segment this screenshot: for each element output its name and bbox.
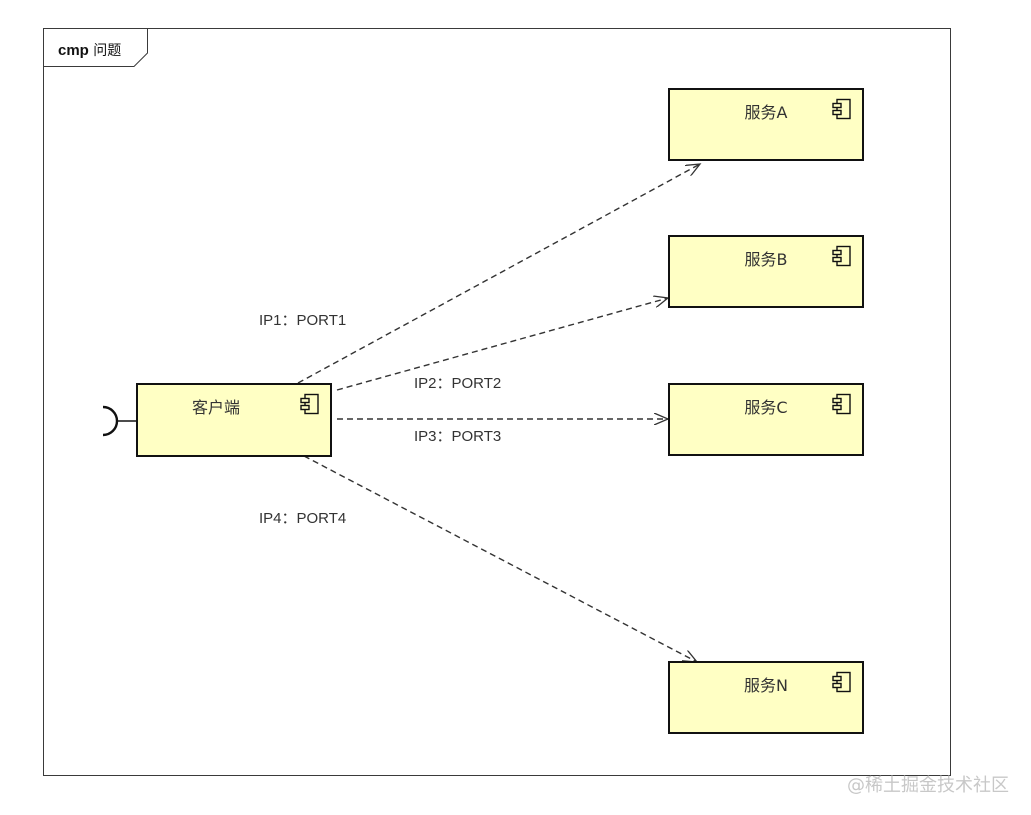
component-label: 服务N — [744, 676, 788, 695]
component-service-b[interactable]: 服务B — [668, 235, 864, 308]
component-label: 服务A — [744, 103, 788, 122]
uml-component-icon — [832, 671, 851, 693]
frame-title: cmp 问题 — [58, 40, 121, 60]
component-label: 服务B — [744, 250, 788, 269]
edge-label-ip2: IP2：PORT2 — [414, 375, 502, 392]
edge-label-ip3: IP3：PORT3 — [414, 428, 502, 445]
component-service-a[interactable]: 服务A — [668, 88, 864, 161]
uml-component-icon — [832, 245, 851, 267]
uml-component-icon — [832, 393, 851, 415]
component-client[interactable]: 客户端 — [136, 383, 332, 457]
diagram-frame: cmp 问题 — [43, 28, 951, 776]
component-service-n[interactable]: 服务N — [668, 661, 864, 734]
component-label: 服务C — [744, 398, 788, 417]
component-label: 客户端 — [191, 398, 240, 417]
edge-label-ip4: IP4：PORT4 — [259, 510, 347, 527]
uml-component-icon — [300, 393, 319, 415]
watermark: @稀土掘金技术社区 — [847, 775, 1009, 796]
frame-keyword: cmp — [58, 42, 89, 59]
frame-tab-outline — [44, 29, 148, 67]
socket-icon — [102, 405, 137, 437]
dependency-arrow-service-a[interactable] — [297, 164, 700, 384]
frame-name: 问题 — [93, 43, 122, 59]
dependency-arrow-service-b[interactable] — [336, 298, 668, 391]
edge-label-ip1: IP1：PORT1 — [259, 312, 347, 329]
dependency-arrow-service-n[interactable] — [303, 455, 697, 662]
frame-tab: cmp 问题 — [44, 29, 148, 67]
uml-component-icon — [832, 98, 851, 120]
component-service-c[interactable]: 服务C — [668, 383, 864, 456]
